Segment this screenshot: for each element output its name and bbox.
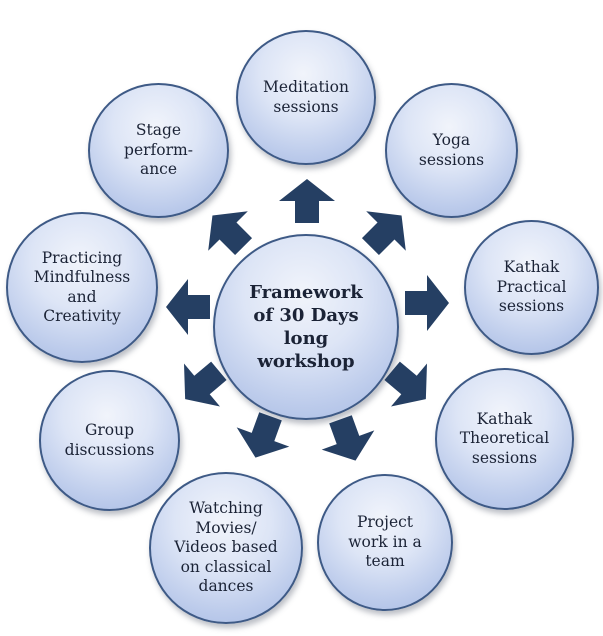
center-label: Framework of 30 Days long workshop bbox=[249, 282, 363, 372]
node-label: Watching Movies/ Videos based on classic… bbox=[174, 499, 278, 596]
arrow-to-watching-movies bbox=[235, 412, 291, 459]
arrow-to-project-work bbox=[320, 415, 376, 462]
node-yoga-sessions: Yoga sessions bbox=[385, 83, 518, 218]
arrow-shape bbox=[384, 361, 427, 407]
arrow-shape bbox=[208, 211, 253, 256]
node-watching-movies-videos: Watching Movies/ Videos based on classic… bbox=[149, 472, 303, 624]
arrow-to-kathak-practical bbox=[399, 275, 455, 331]
node-kathak-theoretical-sessions: Kathak Theoretical sessions bbox=[435, 368, 574, 510]
arrow-to-practicing-mindfulness bbox=[160, 279, 216, 335]
arrow-to-yoga bbox=[358, 209, 414, 256]
node-stage-performance: Stage perform- ance bbox=[88, 83, 229, 218]
node-label: Stage perform- ance bbox=[124, 121, 193, 179]
node-project-work-in-a-team: Project work in a team bbox=[317, 474, 453, 611]
node-label: Yoga sessions bbox=[418, 131, 485, 169]
center-node: Framework of 30 Days long workshop bbox=[213, 234, 399, 420]
node-practicing-mindfulness-and-creativity: Practicing Mindfulness and Creativity bbox=[6, 212, 158, 363]
node-group-discussions: Group discussions bbox=[39, 370, 180, 511]
arrow-shape bbox=[236, 412, 290, 458]
arrow-shape bbox=[361, 211, 406, 256]
node-label: Group discussions bbox=[64, 421, 155, 459]
node-label: Kathak Practical sessions bbox=[496, 258, 567, 316]
arrow-shape bbox=[279, 179, 335, 223]
node-label: Practicing Mindfulness and Creativity bbox=[33, 248, 131, 326]
arrow-shape bbox=[405, 275, 449, 331]
arrow-to-meditation bbox=[279, 179, 335, 223]
arrow-to-group-discussions bbox=[174, 361, 230, 407]
node-kathak-practical-sessions: Kathak Practical sessions bbox=[464, 220, 599, 355]
arrow-shape bbox=[321, 415, 375, 461]
arrow-to-kathak-theoretical bbox=[381, 361, 437, 407]
node-label: Meditation sessions bbox=[263, 78, 349, 116]
arrow-to-stage-performance bbox=[200, 209, 256, 256]
arrow-shape bbox=[166, 279, 210, 335]
node-label: Kathak Theoretical sessions bbox=[459, 409, 550, 467]
arrow-shape bbox=[184, 361, 227, 407]
node-meditation-sessions: Meditation sessions bbox=[236, 30, 376, 165]
node-label: Project work in a team bbox=[348, 513, 422, 571]
